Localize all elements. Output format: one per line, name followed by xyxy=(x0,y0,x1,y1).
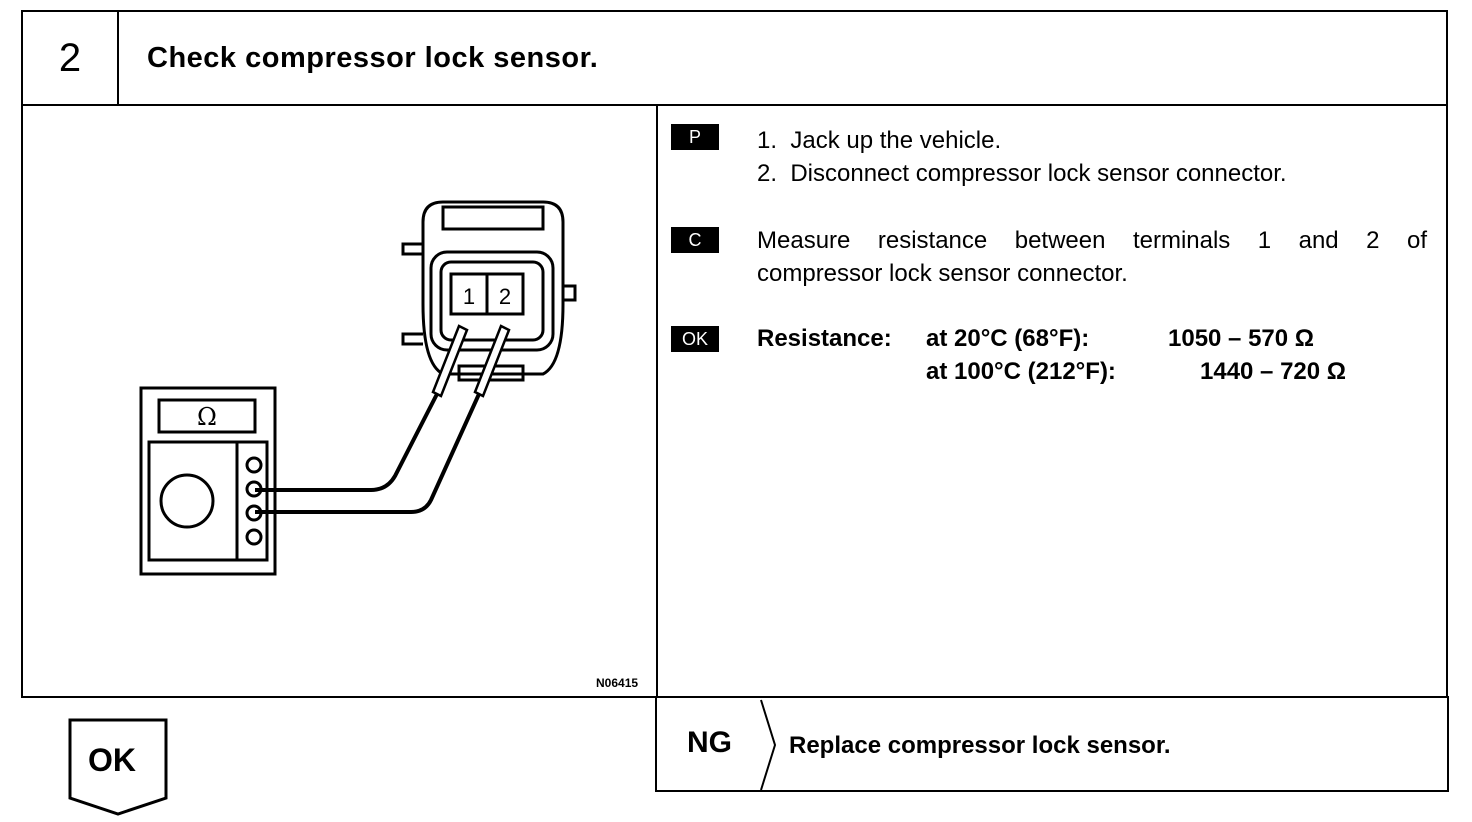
ok-label: OK xyxy=(88,742,136,778)
ng-label: NG xyxy=(687,726,732,759)
spec-value-2: 1440 – 720 Ω xyxy=(1200,358,1347,385)
spec-value-1: 1050 – 570 Ω xyxy=(1168,325,1315,352)
ok-spec-badge: OK xyxy=(671,326,719,352)
procedure-frame: 2 Check compressor lock sensor. 1 2 xyxy=(21,10,1448,698)
prep-step-1: 1. Jack up the vehicle. xyxy=(757,127,1002,154)
terminal-2-label: 2 xyxy=(499,284,511,309)
prep-step-2: 2. Disconnect compressor lock sensor con… xyxy=(757,160,1287,187)
resistance-spec: Resistance: xyxy=(757,322,892,355)
prep-list: 1. Jack up the vehicle. 2. Disconnect co… xyxy=(757,124,1287,190)
spec-value-2-wrap: 1440 – 720 Ω xyxy=(1200,355,1346,388)
spec-label: Resistance: xyxy=(757,325,892,352)
ng-action: Replace compressor lock sensor. xyxy=(789,732,1171,759)
spec-value-1-wrap: 1050 – 570 Ω xyxy=(1168,322,1314,355)
spec-row-2: at 100°C (212°F): xyxy=(926,355,1116,388)
spec-row-1: at 20°C (68°F): xyxy=(926,322,1089,355)
test-lead-2 xyxy=(255,393,481,514)
step-header: 2 Check compressor lock sensor. xyxy=(23,12,1446,106)
prep-badge: P xyxy=(671,124,719,150)
check-line-1: Measure resistance between terminals 1 a… xyxy=(757,227,1427,254)
check-line-2: compressor lock sensor connector. xyxy=(757,260,1128,287)
ohmmeter xyxy=(139,386,277,576)
probe-1 xyxy=(431,324,469,398)
step-title: Check compressor lock sensor. xyxy=(147,42,599,74)
check-badge: C xyxy=(671,227,719,253)
terminal-1-box xyxy=(449,272,489,316)
column-divider xyxy=(656,104,658,698)
test-lead-1 xyxy=(255,393,439,492)
figure-id: N06415 xyxy=(596,676,639,690)
ng-chevron xyxy=(760,699,777,791)
terminal-2-box xyxy=(485,272,525,316)
step-number: 2 xyxy=(23,12,119,104)
spec-condition-1: at 20°C (68°F): xyxy=(926,325,1090,352)
wiring-illustration: 1 2 Ω xyxy=(139,200,577,576)
ng-result-box: NG Replace compressor lock sensor. xyxy=(655,696,1449,792)
terminal-1-label: 1 xyxy=(463,284,475,309)
check-text: Measure resistance between terminals 1 a… xyxy=(757,224,1427,290)
ok-arrow-box xyxy=(68,718,168,816)
spec-condition-2: at 100°C (212°F): xyxy=(926,358,1116,385)
probe-2 xyxy=(473,324,511,398)
ohm-symbol: Ω xyxy=(197,403,217,431)
